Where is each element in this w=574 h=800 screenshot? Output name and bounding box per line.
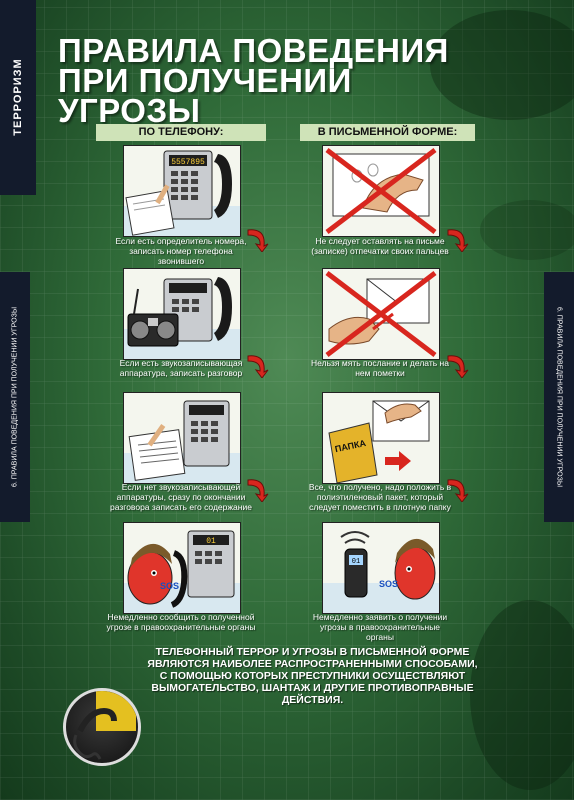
- written-step-3-caption: Все, что получено, надо положить в полиэ…: [308, 482, 452, 512]
- city-silhouette: [480, 200, 574, 260]
- sos-text-left: SOS: [160, 581, 179, 591]
- right-chapter-label: 6. ПРАВИЛА ПОВЕДЕНИЯ ПРИ ПОЛУЧЕНИИ УГРОЗ…: [555, 306, 563, 488]
- sos-text-right: SOS: [379, 579, 398, 589]
- footer-statement: ТЕЛЕФОННЫЙ ТЕРРОР И УГРОЗЫ В ПИСЬМЕННОЙ …: [140, 646, 485, 706]
- written-step-2-caption: Нельзя мять послание и делать на нем пом…: [311, 358, 449, 378]
- written-column-header: В ПИСЬМЕННОЙ ФОРМЕ:: [300, 124, 475, 141]
- written-step-1-illustration: [322, 145, 440, 237]
- mobile-display-digits: 01: [352, 558, 360, 566]
- phone-step-1-illustration: 5557895: [123, 145, 241, 237]
- left-chapter-tab: 6. ПРАВИЛА ПОВЕДЕНИЯ ПРИ ПОЛУЧЕНИИ УГРОЗ…: [0, 272, 30, 522]
- folder-icon: ПАПКА: [328, 400, 430, 483]
- phone-column-header: ПО ТЕЛЕФОНУ:: [96, 124, 266, 141]
- phone-step-1-caption: Если есть определитель номера, записать …: [115, 236, 247, 266]
- soldier-silhouette: [470, 600, 574, 790]
- written-step-3-illustration: ПАПКА: [322, 392, 440, 484]
- right-chapter-tab: 6. ПРАВИЛА ПОВЕДЕНИЯ ПРИ ПОЛУЧЕНИИ УГРОЗ…: [544, 272, 574, 522]
- title-line-1: ПРАВИЛА ПОВЕДЕНИЯ: [58, 32, 449, 69]
- caller-id-phone-icon: 5557895: [124, 150, 240, 236]
- handset-icon: [73, 691, 136, 760]
- section-tab: ТЕРРОРИЗМ: [0, 0, 36, 195]
- helicopter-silhouette: [430, 10, 574, 120]
- written-step-2-illustration: [322, 268, 440, 360]
- phone-step-2-caption: Если есть звукозаписывающая аппаратура, …: [119, 358, 243, 378]
- mobile-report-icon: 01 SOS: [323, 531, 439, 613]
- telephone-handset-photo: [63, 688, 141, 766]
- footer-line-3: С ПОМОЩЬЮ КОТОРЫХ ПРЕСТУПНИКИ ОСУЩЕСТВЛЯ…: [159, 670, 466, 682]
- write-notes-icon: [124, 400, 240, 483]
- no-marking-icon: [325, 271, 437, 357]
- section-label: ТЕРРОРИЗМ: [12, 58, 24, 136]
- phone-step-3-illustration: [123, 392, 241, 484]
- caller-id-number: 5557895: [171, 158, 205, 167]
- title-line-3: УГРОЗЫ: [58, 92, 201, 129]
- written-step-4-illustration: 01 SOS: [322, 522, 440, 614]
- written-arrow-1-icon: [447, 229, 469, 252]
- phone-arrow-1-icon: [247, 229, 269, 252]
- title-line-2: ПРИ ПОЛУЧЕНИИ: [58, 62, 352, 99]
- phone-step-2-illustration: [123, 268, 241, 360]
- left-chapter-label: 6. ПРАВИЛА ПОВЕДЕНИЯ ПРИ ПОЛУЧЕНИИ УГРОЗ…: [11, 306, 19, 488]
- footer-line-1: ТЕЛЕФОННЫЙ ТЕРРОР И УГРОЗЫ В ПИСЬМЕННОЙ …: [155, 646, 470, 658]
- phone-step-4-caption: Немедленно сообщить о полученной угрозе …: [106, 612, 256, 632]
- footer-line-4: ВЫМОГАТЕЛЬСТВО, ШАНТАЖ И ДРУГИЕ ПРОТИВОП…: [151, 682, 474, 694]
- phone-step-4-illustration: 01 SOS: [123, 522, 241, 614]
- phone-step-3-caption: Если нет звукозаписывающей аппаратуры, с…: [110, 482, 252, 512]
- phone-display-digits: 01: [206, 537, 216, 546]
- no-fingerprints-icon: [325, 148, 437, 234]
- page-title: ПРАВИЛА ПОВЕДЕНИЯ ПРИ ПОЛУЧЕНИИ УГРОЗЫ: [58, 32, 449, 129]
- phone-arrow-2-icon: [247, 355, 269, 378]
- tape-recorder-icon: [124, 277, 240, 359]
- phone-arrow-3-icon: [247, 479, 269, 502]
- written-arrow-3-icon: [447, 479, 469, 502]
- written-step-4-caption: Немедленно заявить о получении угрозы в …: [312, 612, 448, 642]
- written-step-1-caption: Не следует оставлять на письме (записке)…: [311, 236, 449, 256]
- footer-line-2: ЯВЛЯЮТСЯ НАИБОЛЕЕ РАСПРОСТРАНЕННЫМИ СПОС…: [147, 658, 478, 670]
- report-call-icon: 01 SOS: [124, 530, 240, 613]
- written-arrow-2-icon: [447, 355, 469, 378]
- footer-line-5: ДЕЙСТВИЯ.: [281, 694, 344, 706]
